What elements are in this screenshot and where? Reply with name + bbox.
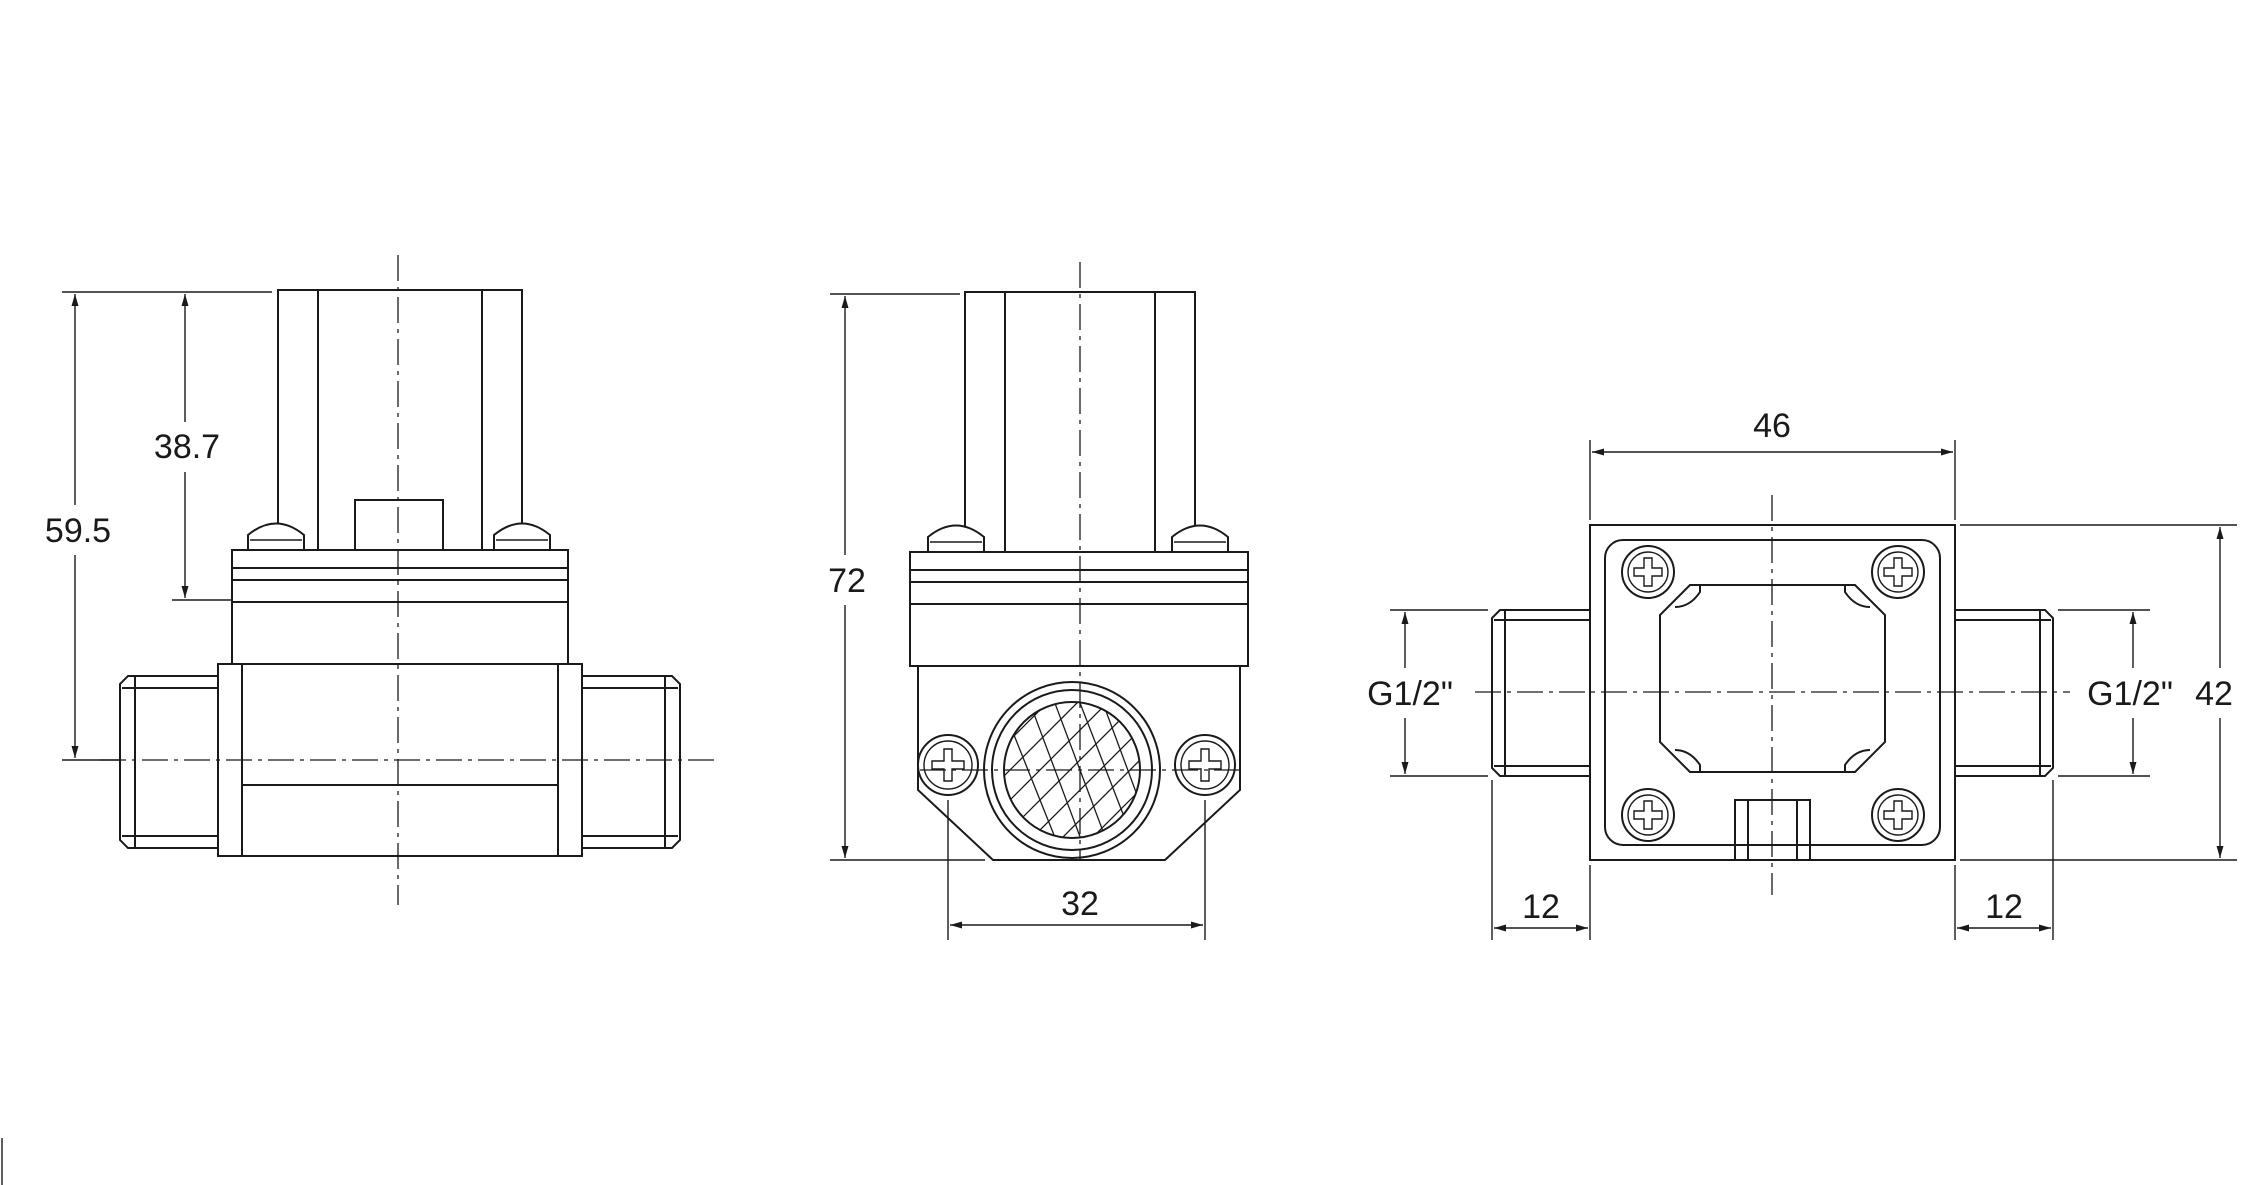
dim-top-body-height: 42: [2195, 675, 2233, 713]
cross-screw-icon: [1621, 788, 1675, 842]
cross-screw-icon: [1871, 788, 1925, 842]
dim-side-total-height: 59.5: [45, 512, 111, 550]
front-view: 72 32: [815, 262, 1249, 940]
cross-screw-icon: [1871, 545, 1925, 599]
dim-top-left-thread: G1/2": [1367, 675, 1453, 713]
dim-front-total-height: 72: [828, 562, 866, 600]
side-view: 59.5 38.7: [30, 255, 720, 905]
cross-screw-icon: [1174, 734, 1236, 796]
dim-top-left-port-length: 12: [1522, 888, 1560, 926]
dim-side-coil-height: 38.7: [154, 428, 220, 466]
dim-front-mount-spacing: 32: [1061, 885, 1099, 923]
cross-screw-icon: [917, 734, 979, 796]
cross-screw-icon: [1621, 545, 1675, 599]
dim-top-right-port-length: 12: [1985, 888, 2023, 926]
top-view: 46 42 G1/2" G1/2" 12 12: [1355, 407, 2255, 940]
dim-top-right-thread: G1/2": [2087, 675, 2173, 713]
dim-top-body-width: 46: [1753, 407, 1791, 445]
